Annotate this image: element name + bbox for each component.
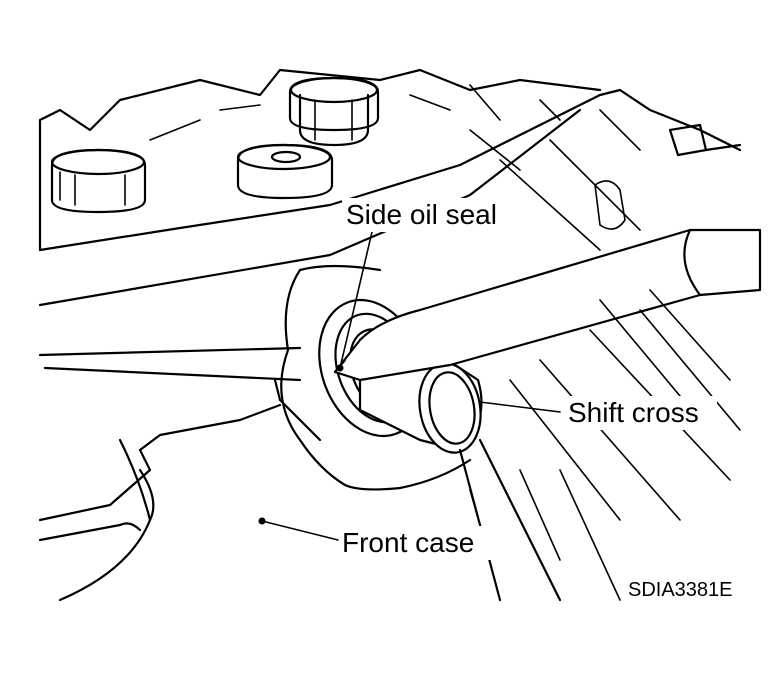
side-oil-seal-label: Side oil seal xyxy=(346,199,497,230)
right-bracket xyxy=(668,123,742,157)
side-oil-seal-dot xyxy=(336,364,344,372)
seal-boss xyxy=(38,264,472,491)
upper-plug xyxy=(288,76,380,147)
side-oil-seal-leader xyxy=(339,231,373,369)
front-case-label: Front case xyxy=(342,527,474,558)
leader-lines xyxy=(258,231,561,541)
front-case-dot xyxy=(258,517,266,525)
removal-tool xyxy=(333,228,762,382)
shift-cross-label: Shift cross xyxy=(568,397,699,428)
front-case-leader xyxy=(261,520,339,541)
left-cap xyxy=(50,148,147,214)
shift-cross-leader xyxy=(479,401,561,413)
figure-code: SDIA3381E xyxy=(628,579,733,601)
middle-nut xyxy=(236,143,334,200)
